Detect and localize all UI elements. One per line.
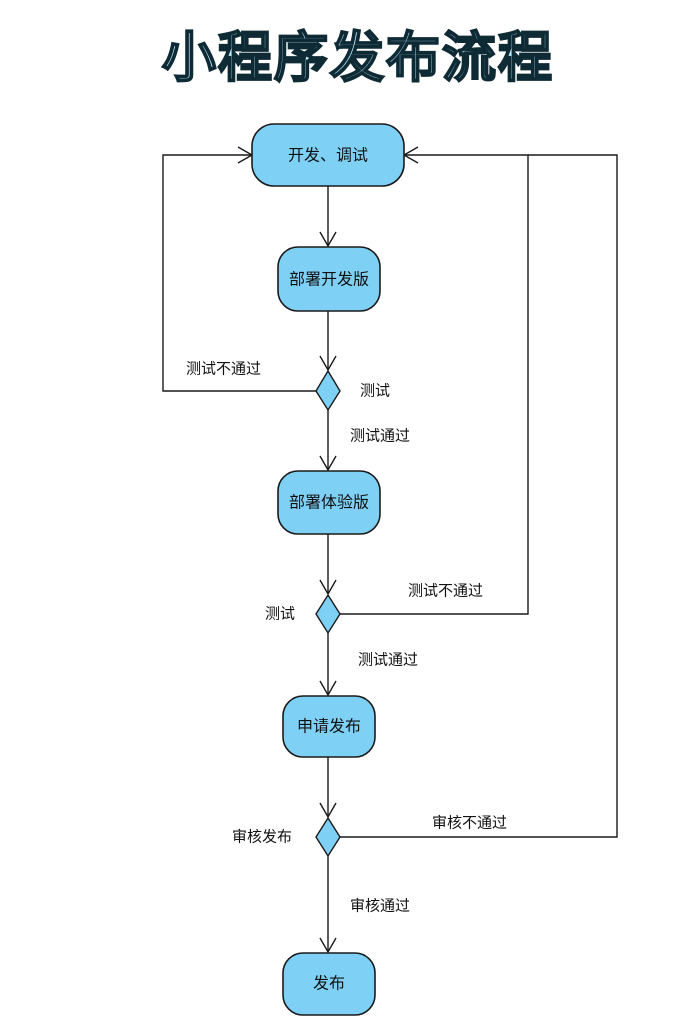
node-deploy-trial-shape (277, 470, 381, 535)
edge-test2-fail-loop (340, 154, 529, 615)
node-publish-shape (282, 952, 376, 1016)
edge-label-review-fail: 审核不通过 (432, 814, 507, 832)
node-deploy-dev-label: 部署开发版 (289, 270, 369, 289)
node-deploy-trial-label: 部署体验版 (289, 493, 369, 512)
arrowhead-apply-publish (319, 680, 337, 697)
edge-label-test1-fail: 测试不通过 (186, 360, 261, 378)
node-apply-publish[interactable]: 申请发布 (282, 695, 376, 758)
edge-label-test2-fail: 测试不通过 (408, 582, 483, 600)
decision-test2-label: 测试 (265, 605, 295, 623)
node-apply-publish-label: 申请发布 (297, 717, 361, 736)
edge-label-test1-pass: 测试通过 (350, 427, 410, 445)
node-deploy-dev-shape (277, 246, 381, 312)
node-publish[interactable]: 发布 (282, 952, 376, 1016)
decision-test1-label: 测试 (360, 382, 390, 400)
decision-test2-diamond[interactable] (315, 593, 341, 635)
node-publish-label: 发布 (313, 974, 345, 993)
node-dev-debug-label: 开发、调试 (288, 146, 368, 165)
edge-test1-fail-loop (162, 154, 316, 392)
arrowhead-deploy-trial (319, 455, 337, 472)
node-deploy-trial[interactable]: 部署体验版 (277, 470, 381, 535)
node-deploy-dev[interactable]: 部署开发版 (277, 246, 381, 312)
node-apply-publish-shape (282, 695, 376, 758)
arrowhead-publish (319, 937, 337, 954)
node-dev-debug-shape (251, 123, 405, 187)
edge-review-fail-loop (340, 154, 618, 838)
decision-test1-diamond[interactable] (315, 369, 341, 412)
edge-label-test2-pass: 测试通过 (358, 651, 418, 669)
arrowhead-deploy-dev (319, 231, 337, 248)
decision-review-diamond[interactable] (315, 816, 341, 858)
decision-review-label: 审核发布 (232, 828, 292, 846)
edge-label-review-pass: 审核通过 (350, 897, 410, 915)
node-dev-debug[interactable]: 开发、调试 (251, 123, 405, 187)
diagram-title: 小程序发布流程 (161, 26, 554, 89)
